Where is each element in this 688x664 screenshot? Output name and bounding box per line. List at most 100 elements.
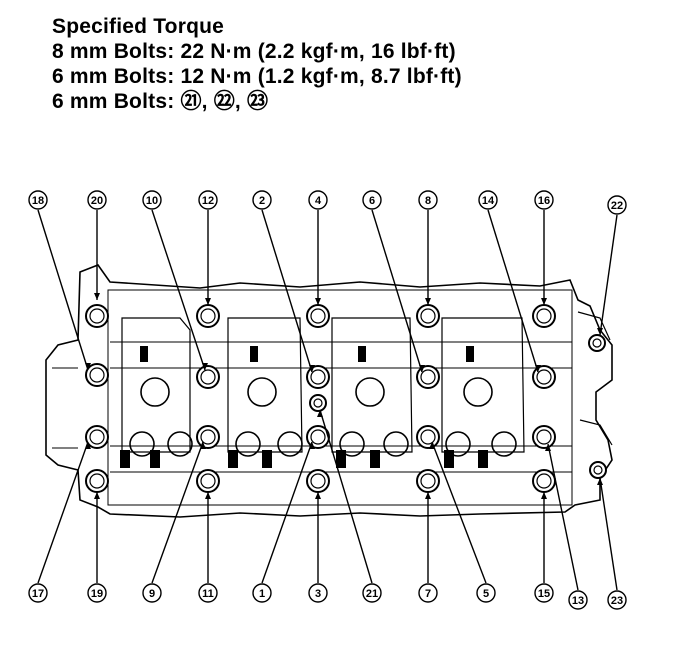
bottom-arrowhead	[317, 410, 323, 417]
top-callout-circle	[362, 190, 382, 210]
bolt-inner	[420, 429, 436, 445]
top-callout-circle	[418, 190, 438, 210]
bottom-callout-number: 13	[572, 595, 584, 607]
bolt	[196, 469, 220, 493]
bottom-callout-circle	[418, 583, 438, 603]
top-arrowhead	[541, 298, 547, 305]
bolt-inner	[89, 473, 105, 489]
bottom-leader-line	[151, 441, 204, 584]
torque-spec-block: Specified Torque 8 mm Bolts: 22 N·m (2.2…	[52, 14, 462, 114]
bottom-leader-line	[37, 441, 89, 584]
bolt	[85, 469, 109, 493]
bolt-inner	[89, 367, 105, 383]
bottom-arrowhead	[429, 442, 435, 449]
bolt-inner	[89, 308, 105, 324]
top-leader-line	[37, 209, 89, 371]
bolt-inner	[200, 473, 216, 489]
bottom-callout-number: 15	[538, 588, 550, 600]
top-leader-line	[371, 209, 423, 373]
top-callout-number: 4	[315, 195, 322, 207]
bolt	[306, 469, 330, 493]
bottom-callout-number: 5	[483, 588, 489, 600]
bottom-callout-number: 21	[366, 588, 378, 600]
bolt	[416, 304, 440, 328]
spec-line-6mm-bolts: 6 mm Bolts: ㉑, ㉒, ㉓	[52, 89, 462, 114]
bottom-callout-circle	[87, 583, 107, 603]
top-leader-line	[151, 209, 206, 371]
bolt	[588, 334, 606, 352]
bolt	[85, 304, 109, 328]
top-callout-number: 8	[425, 195, 431, 207]
spec-title: Specified Torque	[52, 15, 224, 38]
top-arrowhead	[85, 363, 91, 370]
top-leader-line	[487, 209, 539, 373]
spec-value: ㉑, ㉒, ㉓	[180, 90, 269, 113]
bolt-inner	[420, 308, 436, 324]
bolt	[532, 365, 556, 389]
top-arrowhead	[315, 298, 321, 305]
bolt-inner	[310, 369, 326, 385]
spec-label: 8 mm Bolts:	[52, 40, 175, 63]
bottom-callout-number: 7	[425, 588, 431, 600]
bottom-callout-number: 9	[149, 588, 155, 600]
top-callout-number: 22	[611, 200, 623, 212]
top-arrowhead	[597, 328, 603, 335]
spec-value: 12 N·m (1.2 kgf·m, 8.7 lbf·ft)	[180, 65, 462, 88]
bottom-callout-number: 11	[202, 588, 214, 600]
spec-line-6mm: 6 mm Bolts: 12 N·m (1.2 kgf·m, 8.7 lbf·f…	[52, 64, 462, 89]
top-callout-circle	[607, 195, 627, 215]
top-callout-circle	[478, 190, 498, 210]
top-callout-number: 6	[369, 195, 375, 207]
bottom-arrowhead	[309, 442, 315, 449]
top-callout-number: 20	[91, 195, 103, 207]
top-arrowhead	[94, 293, 100, 300]
bolt	[532, 469, 556, 493]
bottom-arrowhead	[597, 478, 603, 485]
bottom-callout-number: 1	[259, 588, 265, 600]
top-arrowhead	[419, 365, 425, 372]
bottom-leader-line	[599, 477, 618, 591]
bottom-callout-number: 17	[32, 588, 44, 600]
bottom-arrowhead	[200, 442, 206, 449]
top-callout-number: 10	[146, 195, 158, 207]
bolt-inner	[592, 338, 602, 348]
bolt-inner	[313, 398, 323, 408]
top-callout-number: 18	[32, 195, 44, 207]
bottom-callout-circle	[568, 590, 588, 610]
bottom-callout-circle	[607, 590, 627, 610]
bolt-inner	[310, 473, 326, 489]
top-callout-circle	[28, 190, 48, 210]
top-leader-line	[261, 209, 313, 373]
bottom-callout-circle	[362, 583, 382, 603]
bottom-callout-number: 23	[611, 595, 623, 607]
bottom-callout-number: 19	[91, 588, 103, 600]
top-callout-circle	[534, 190, 554, 210]
spec-label: 6 mm Bolts:	[52, 65, 175, 88]
bolt	[416, 365, 440, 389]
bottom-callout-circle	[142, 583, 162, 603]
top-callout-circle	[198, 190, 218, 210]
bottom-arrowhead	[541, 492, 547, 499]
bolt-inner	[200, 308, 216, 324]
top-callout-number: 12	[202, 195, 214, 207]
bottom-leader-line	[547, 443, 579, 591]
top-arrowhead	[205, 298, 211, 305]
bottom-arrowhead	[85, 442, 91, 449]
bottom-callout-number: 3	[315, 588, 321, 600]
bottom-callout-circle	[28, 583, 48, 603]
spec-line-8mm: 8 mm Bolts: 22 N·m (2.2 kgf·m, 16 lbf·ft…	[52, 39, 462, 64]
top-callout-circle	[87, 190, 107, 210]
bolt-inner	[536, 369, 552, 385]
bolt-inner	[593, 465, 603, 475]
bottom-callout-circle	[476, 583, 496, 603]
bolt	[416, 469, 440, 493]
bolt-inner	[420, 369, 436, 385]
top-arrowhead	[425, 298, 431, 305]
top-callout-circle	[252, 190, 272, 210]
bolt-inner	[200, 429, 216, 445]
bolt-inner	[310, 308, 326, 324]
top-arrowhead	[309, 365, 315, 372]
bolt	[309, 394, 327, 412]
bottom-callout-circle	[308, 583, 328, 603]
